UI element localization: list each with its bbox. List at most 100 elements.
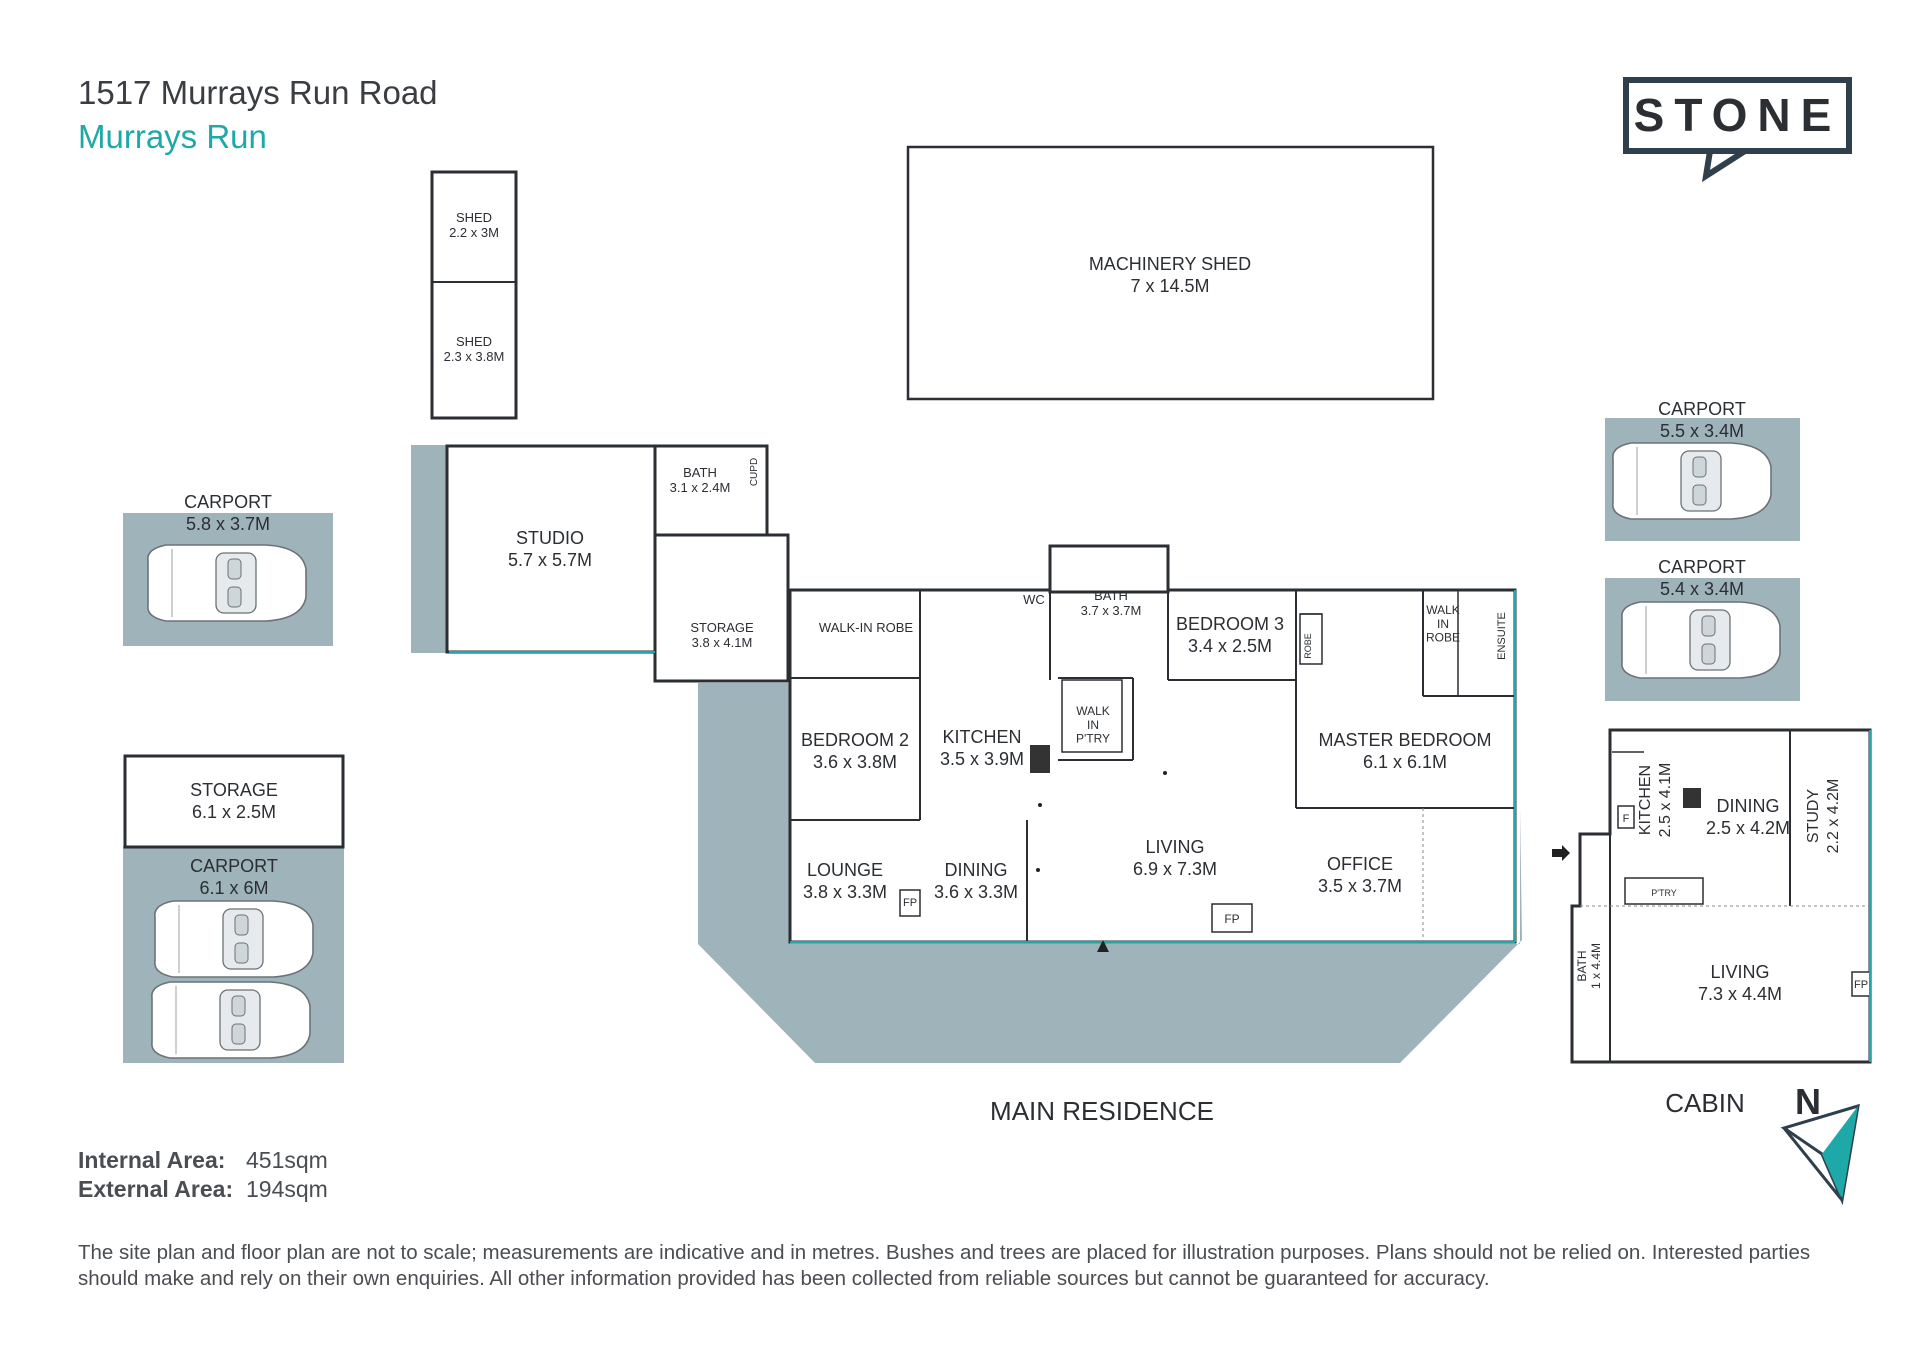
cabin-caption: CABIN (1665, 1088, 1744, 1118)
shed2-dims: 2.3 x 3.8M (444, 349, 505, 364)
studio-dims: 5.7 x 5.7M (508, 550, 592, 570)
area-summary: Internal Area: 451sqm External Area: 194sq… (78, 1146, 328, 1204)
master-name: MASTER BEDROOM (1318, 730, 1491, 750)
car-icon (1612, 442, 1772, 520)
bath-main-dims: 3.7 x 3.7M (1081, 603, 1142, 618)
lounge-name: LOUNGE (807, 860, 883, 880)
svg-text:BEDROOM 33.4 x 2.5M: BEDROOM 33.4 x 2.5M (1176, 614, 1284, 656)
fp-label-dining: FP (903, 897, 917, 909)
bath-main-name: BATH (1094, 588, 1128, 603)
shed1-name: SHED (456, 210, 492, 225)
living-dims: 6.9 x 7.3M (1133, 859, 1217, 879)
office-name: OFFICE (1327, 854, 1393, 874)
dining-name: DINING (945, 860, 1008, 880)
machinery-dims: 7 x 14.5M (1130, 276, 1209, 296)
carport-r2-name: CARPORT (1658, 557, 1746, 577)
disclaimer: The site plan and floor plan are not to … (78, 1241, 1811, 1290)
living-name: LIVING (1145, 837, 1204, 857)
car-icon (1621, 601, 1781, 679)
master-dims: 6.1 x 6.1M (1363, 752, 1447, 772)
carport-r1-dims: 5.5 x 3.4M (1660, 421, 1744, 441)
storage-main-name: STORAGE (690, 620, 754, 635)
svg-text:BATH1 x 4.4M: BATH1 x 4.4M (1575, 943, 1603, 989)
kitchen-dims: 3.5 x 3.9M (940, 749, 1024, 769)
logo-text: STONE (1634, 89, 1842, 141)
internal-area-value: 451sqm (246, 1147, 328, 1173)
car-icon (147, 544, 307, 622)
shed1-dims: 2.2 x 3M (449, 225, 499, 240)
internal-area-label: Internal Area: (78, 1147, 226, 1173)
cabin-ptry-label: P'TRY (1651, 888, 1677, 898)
carport-r2-dims: 5.4 x 3.4M (1660, 579, 1744, 599)
cabin-bath-dims: 1 x 4.4M (1589, 943, 1603, 989)
main-residence-caption: MAIN RESIDENCE (990, 1096, 1214, 1126)
shed2-name: SHED (456, 334, 492, 349)
carport-r1-name: CARPORT (1658, 399, 1746, 419)
cabin-f-label: F (1623, 813, 1630, 825)
carport-left-name: CARPORT (184, 492, 272, 512)
walkin-robe-label: WALK-IN ROBE (819, 620, 913, 635)
bedroom3-dims: 3.4 x 2.5M (1188, 636, 1272, 656)
cabin-study-name: STUDY (1805, 789, 1822, 844)
bedroom2-dims: 3.6 x 3.8M (813, 752, 897, 772)
cabin-fp-label: FP (1854, 979, 1868, 991)
cabin-living-name: LIVING (1710, 962, 1769, 982)
carport-bottom-dims: 6.1 x 6M (199, 878, 268, 898)
lounge-dims: 3.8 x 3.3M (803, 882, 887, 902)
cabin-kitchen-dims: 2.5 x 4.1M (1657, 763, 1674, 838)
office-dims: 3.5 x 3.7M (1318, 876, 1402, 896)
external-area-label: External Area: (78, 1176, 234, 1202)
cabin-dining-dims: 2.5 x 4.2M (1706, 818, 1790, 838)
north-letter: N (1795, 1081, 1821, 1122)
studio-name: STUDIO (516, 528, 584, 548)
cabin-study-dims: 2.2 x 4.2M (1825, 779, 1842, 854)
cabin-bath-name: BATH (1575, 950, 1589, 981)
cabin-kitchen-name: KITCHEN (1637, 765, 1654, 835)
dining-dims: 3.6 x 3.3M (934, 882, 1018, 902)
ensuite-label: ENSUITE (1496, 612, 1508, 660)
car-icon (151, 981, 311, 1059)
cabin-dining-name: DINING (1717, 796, 1780, 816)
bedroom2-name: BEDROOM 2 (801, 730, 909, 750)
fp-label-living: FP (1224, 912, 1239, 926)
external-area-value: 194sqm (246, 1176, 328, 1202)
cupd-label: CUPD (749, 458, 760, 486)
north-arrow: N (1780, 1081, 1860, 1206)
carport-left-dims: 5.8 x 3.7M (186, 514, 270, 534)
storage-left-dims: 6.1 x 2.5M (192, 802, 276, 822)
bedroom3-name: BEDROOM 3 (1176, 614, 1284, 634)
stone-logo: STONE (1623, 77, 1852, 183)
car-icon (154, 900, 314, 978)
carport-bottom-name: CARPORT (190, 856, 278, 876)
property-suburb: Murrays Run (78, 118, 267, 155)
robe-label: ROBE (1303, 633, 1313, 659)
